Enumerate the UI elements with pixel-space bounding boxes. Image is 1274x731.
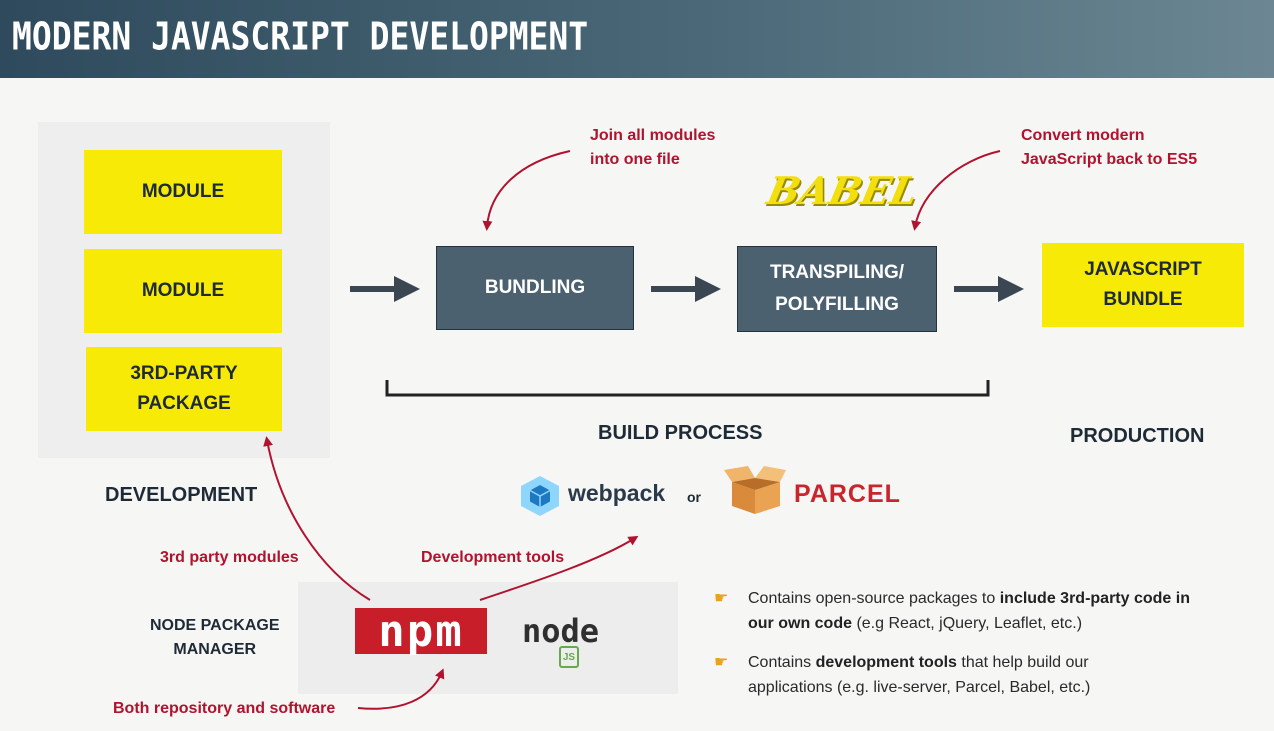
build-bracket: [385, 380, 990, 397]
bundling-note-arrow: [482, 150, 571, 231]
nodejs-badge: JS: [559, 646, 579, 668]
page-title: MODERN JAVASCRIPT DEVELOPMENT: [12, 14, 589, 59]
transpile-note-arrow: [911, 150, 1001, 231]
flow-arrow-1: [350, 276, 420, 302]
dev-tools-arrow: [479, 535, 639, 601]
third-party-note: 3rd party modules: [160, 549, 299, 566]
transpiling-box: TRANSPILING/ POLYFILLING: [737, 246, 937, 332]
bundling-box: BUNDLING: [436, 246, 634, 330]
parcel-box-icon: [724, 466, 786, 514]
javascript-bundle-box: JAVASCRIPT BUNDLE: [1042, 243, 1244, 327]
bullet-item-1: Contains open-source packages to include…: [748, 590, 1190, 632]
bullet-item-2: Contains development tools that help bui…: [748, 654, 1091, 696]
bundling-note: Join all modules into one file: [590, 127, 716, 168]
flow-arrow-3: [954, 276, 1024, 302]
third-party-package-box: 3RD-PARTY PACKAGE: [86, 347, 282, 431]
transpile-note: Convert modern JavaScript back to ES5: [1021, 127, 1198, 168]
module-box-2: MODULE: [84, 249, 282, 333]
build-process-label: BUILD PROCESS: [598, 422, 763, 444]
third-party-arrow: [263, 436, 371, 601]
parcel-label: PARCEL: [794, 480, 901, 508]
header-bar: MODERN JAVASCRIPT DEVELOPMENT: [0, 0, 1274, 78]
node-logo: node: [522, 612, 600, 650]
repository-arrow: [357, 668, 445, 710]
npm-label: NODE PACKAGE MANAGER: [150, 617, 280, 658]
webpack-icon: [521, 476, 559, 516]
module-box-1: MODULE: [84, 150, 282, 234]
production-label: PRODUCTION: [1070, 425, 1205, 447]
repository-note: Both repository and software: [113, 700, 336, 717]
pointing-hand-icon: ☛: [714, 590, 729, 607]
flow-arrow-2: [651, 276, 721, 302]
or-label: or: [687, 489, 701, 505]
dev-tools-note: Development tools: [421, 549, 565, 566]
development-label: DEVELOPMENT: [105, 484, 258, 506]
pointing-hand-icon: ☛: [714, 654, 729, 671]
webpack-label: webpack: [568, 480, 666, 506]
npm-logo: npm: [355, 606, 487, 657]
